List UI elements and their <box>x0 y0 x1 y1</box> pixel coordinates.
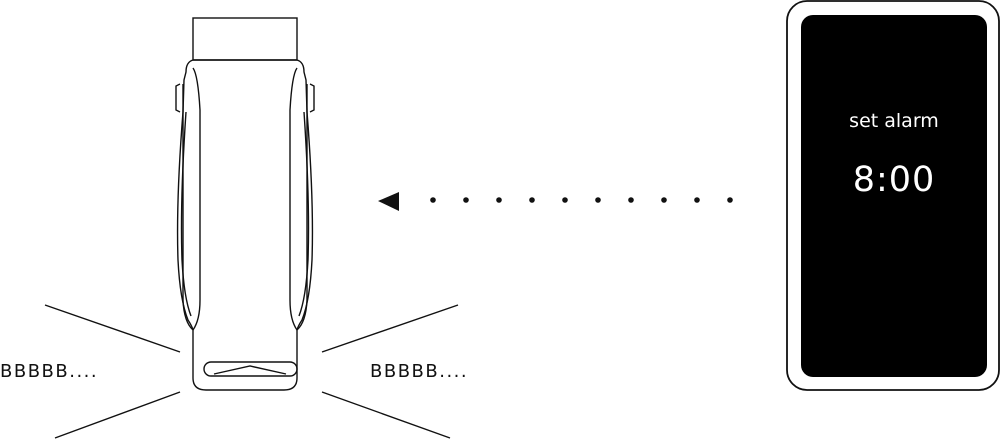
vibration-lines <box>44 304 459 439</box>
phone-alarm-time: 8:00 <box>852 160 936 200</box>
arrow-dot <box>496 197 502 203</box>
band-left-rail <box>176 111 194 331</box>
fitness-band <box>175 17 315 391</box>
band-right-tab <box>309 83 315 113</box>
arrow-head <box>378 192 399 211</box>
band-button-slot <box>203 361 298 377</box>
band-button-chevron <box>213 365 287 375</box>
vibration-line-left-top <box>44 304 181 353</box>
arrow-dot <box>562 197 568 203</box>
arrow-dot <box>595 197 601 203</box>
vibration-line-right-bottom <box>321 391 451 439</box>
band-left-tab <box>175 83 181 113</box>
vibration-line-left-bottom <box>54 391 181 439</box>
band-outer-body <box>182 59 308 391</box>
band-inner-screen <box>192 67 298 331</box>
phone-screen <box>801 15 987 377</box>
band-top-cap <box>192 17 298 61</box>
sync-arrow <box>378 192 733 211</box>
vibration-text-left: BBBBB.... <box>0 361 99 382</box>
vibration-text-right: BBBBB.... <box>370 361 469 382</box>
arrow-dot <box>463 197 469 203</box>
arrow-dot <box>727 197 733 203</box>
phone-alarm-label: set alarm <box>849 110 939 132</box>
arrow-dot <box>628 197 634 203</box>
arrow-dot <box>529 197 535 203</box>
arrow-dot <box>661 197 667 203</box>
arrow-dot <box>694 197 700 203</box>
band-right-rail <box>296 111 314 331</box>
vibration-line-right-top <box>321 304 459 353</box>
smartphone <box>786 0 1000 391</box>
arrow-dot <box>430 197 436 203</box>
